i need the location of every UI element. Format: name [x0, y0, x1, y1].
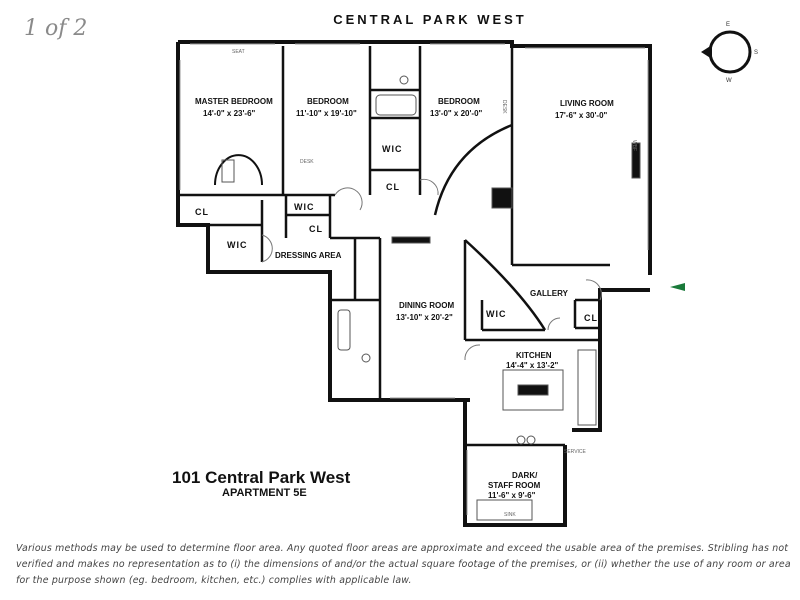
dining-room-dim: 13'-10" x 20'-2" [396, 313, 453, 322]
page-counter: 1 of 2 [24, 16, 88, 41]
bedroom-1-dim: 11'-10" x 19'-10" [296, 109, 357, 118]
closet-label-3: CL [309, 224, 323, 234]
floor-plan: E S W [176, 22, 758, 527]
compass-s: S [754, 50, 758, 56]
apartment-number: APARTMENT 5E [222, 487, 307, 499]
room-labels: MASTER BEDROOM 14'-0" x 23'-6" BEDROOM 1… [195, 49, 637, 518]
fixtures [214, 75, 641, 521]
staff-room-label-2: STAFF ROOM [488, 481, 541, 490]
service-label: SERVICE [564, 449, 587, 455]
staff-room-dim: 11'-6" x 9'-6" [488, 491, 536, 500]
wic-label-2: WIC [294, 202, 315, 212]
gallery-label: GALLERY [530, 289, 569, 298]
staff-room-label-1: DARK/ [512, 471, 538, 480]
disclaimer: Various methods may be used to determine… [16, 543, 791, 586]
desk-label-2: DESK [501, 100, 507, 114]
dressing-area-label: DRESSING AREA [275, 251, 342, 260]
living-room-label: LIVING ROOM [560, 99, 614, 108]
master-bedroom-label: MASTER BEDROOM [195, 97, 273, 106]
address: 101 Central Park West [172, 468, 351, 487]
wic-label-3: WIC [227, 240, 248, 250]
kitchen-dim: 14'-4" x 13'-2" [506, 361, 559, 370]
street-label: CENTRAL PARK WEST [333, 12, 527, 27]
compass-icon: E S W [701, 22, 758, 84]
compass-w: W [726, 78, 732, 84]
bedroom-2-dim: 13'-0" x 20'-0" [430, 109, 483, 118]
compass-e: E [726, 22, 730, 28]
wic-label-1: WIC [382, 144, 403, 154]
living-room-dim: 17'-6" x 30'-0" [555, 111, 608, 120]
sink-label: SINK [504, 512, 516, 518]
interior-walls [178, 46, 610, 447]
windows [179, 43, 649, 515]
master-bedroom-dim: 14'-0" x 23'-6" [203, 109, 256, 118]
closet-label-2: CL [195, 207, 209, 217]
bedroom-1-label: BEDROOM [307, 97, 349, 106]
kitchen-label: KITCHEN [516, 351, 552, 360]
seat-label: SEAT [232, 49, 245, 55]
closet-label-1: CL [386, 182, 400, 192]
door-swings [261, 178, 602, 361]
wbf-label: WBF [631, 140, 637, 151]
entry-arrow-icon [670, 283, 685, 291]
dining-room-label: DINING ROOM [399, 301, 454, 310]
desk-label: DESK [300, 159, 314, 165]
bedroom-2-label: BEDROOM [438, 97, 480, 106]
closet-label-4: CL [584, 313, 598, 323]
wic-label-4: WIC [486, 309, 507, 319]
